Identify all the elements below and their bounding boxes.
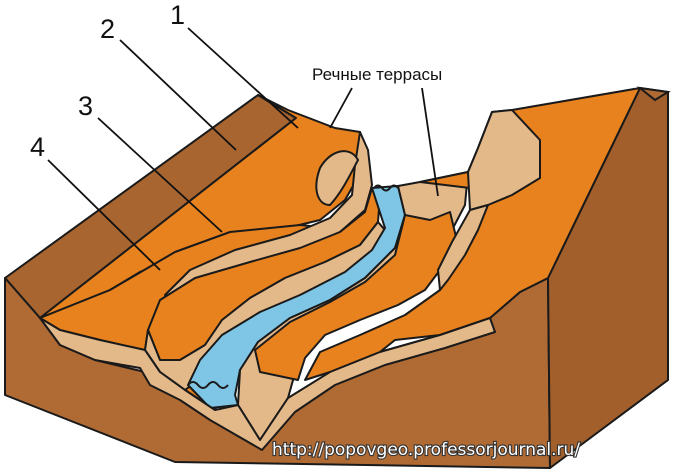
leader-caption-left — [329, 87, 353, 129]
label-4: 4 — [30, 132, 45, 162]
right-scarp-mid — [437, 204, 489, 291]
right-ridge-top — [636, 86, 671, 102]
label-3: 3 — [78, 91, 93, 121]
left-terraces — [39, 94, 393, 411]
right-scarp-high — [467, 109, 541, 211]
right-terraces — [237, 87, 641, 441]
river-ripples-downstream — [187, 381, 229, 389]
leader-lines — [47, 27, 439, 271]
leader-caption-right — [421, 87, 439, 197]
leader-2 — [119, 39, 237, 151]
terrace-scarp-loop — [315, 150, 360, 207]
label-1: 1 — [170, 0, 185, 30]
label-2: 2 — [100, 14, 115, 44]
caption-river-terraces: Речные террасы — [312, 65, 442, 84]
leader-4 — [47, 159, 161, 271]
leader-1 — [187, 27, 299, 129]
front-section-strip — [39, 317, 496, 451]
river-ripples-upstream — [373, 184, 399, 192]
watermark-url: http://popovgeo.professorjournal.ru/ — [272, 440, 580, 460]
leader-3 — [97, 117, 223, 233]
